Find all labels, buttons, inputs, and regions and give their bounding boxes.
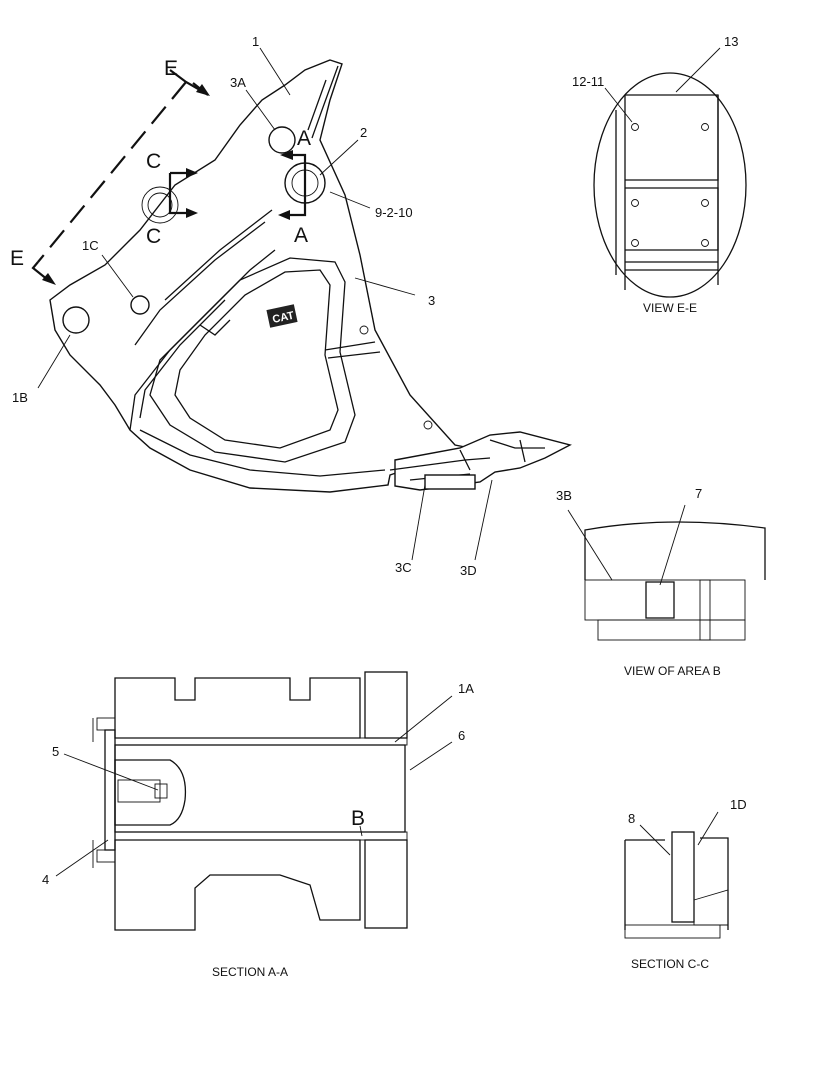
label-b: B	[351, 807, 365, 830]
bolt-heads	[631, 123, 709, 247]
plate-4	[104, 729, 116, 851]
area-b-base	[584, 579, 746, 621]
bore-1b	[62, 306, 90, 334]
bolt-5-boss	[114, 759, 187, 826]
label-9-2-10: 9-2-10	[375, 205, 413, 220]
section-mark-a-bottom: A	[294, 224, 308, 247]
section-mark-e-top: E	[164, 57, 178, 80]
label-5: 5	[52, 744, 59, 759]
label-8: 8	[628, 811, 635, 826]
section-mark-c-top: C	[146, 150, 161, 173]
section-mark-e-left: E	[10, 247, 24, 270]
upper-housing	[114, 677, 361, 739]
cat-logo-text: CAT	[271, 310, 295, 326]
strip-7	[645, 581, 675, 619]
bore-c	[141, 186, 179, 224]
label-3b: 3B	[556, 488, 572, 503]
label-3c: 3C	[395, 560, 412, 575]
guard-3c	[424, 474, 476, 490]
section-a-a: 1A 6 5 4 B SECTION A-A	[42, 671, 474, 979]
section-mark-a-top: A	[297, 127, 311, 150]
bore-1c	[130, 295, 150, 315]
ripper-shank-view: CAT	[10, 34, 572, 578]
label-12-11: 12-11	[572, 74, 604, 89]
caption-view-area-b: VIEW OF AREA B	[624, 664, 721, 678]
top-ridge	[311, 65, 339, 139]
section-line-c	[168, 173, 190, 215]
label-3d: 3D	[460, 563, 477, 578]
view-e-e-outline	[593, 72, 747, 298]
label-3a: 3A	[230, 75, 246, 90]
strip-8	[671, 831, 695, 923]
caption-view-e-e: VIEW E-E	[643, 301, 697, 315]
label-4: 4	[42, 872, 49, 887]
view-area-b: 3B 7 VIEW OF AREA B	[556, 486, 766, 678]
label-1: 1	[252, 34, 259, 49]
label-1c: 1C	[82, 238, 99, 253]
label-13: 13	[724, 34, 738, 49]
label-6: 6	[458, 728, 465, 743]
label-1b: 1B	[12, 390, 28, 405]
bore-3a	[268, 126, 296, 154]
section-line-a	[285, 153, 307, 217]
label-3: 3	[428, 293, 435, 308]
section-mark-c-bottom: C	[146, 225, 161, 248]
label-1a: 1A	[458, 681, 474, 696]
section-c-c: 8 1D SECTION C-C	[624, 797, 747, 971]
label-7: 7	[695, 486, 702, 501]
section-line-e	[37, 81, 187, 263]
view-e-e: 13 12-11 VIEW E-E	[572, 34, 747, 315]
bearing-1a	[114, 737, 408, 746]
caption-section-a-a: SECTION A-A	[212, 965, 288, 979]
label-1d: 1D	[730, 797, 747, 812]
cat-logo	[266, 304, 298, 328]
lower-housing	[114, 839, 361, 931]
label-2: 2	[360, 125, 367, 140]
shank-body	[49, 59, 473, 493]
inner-window	[174, 269, 339, 449]
caption-section-c-c: SECTION C-C	[631, 957, 709, 971]
